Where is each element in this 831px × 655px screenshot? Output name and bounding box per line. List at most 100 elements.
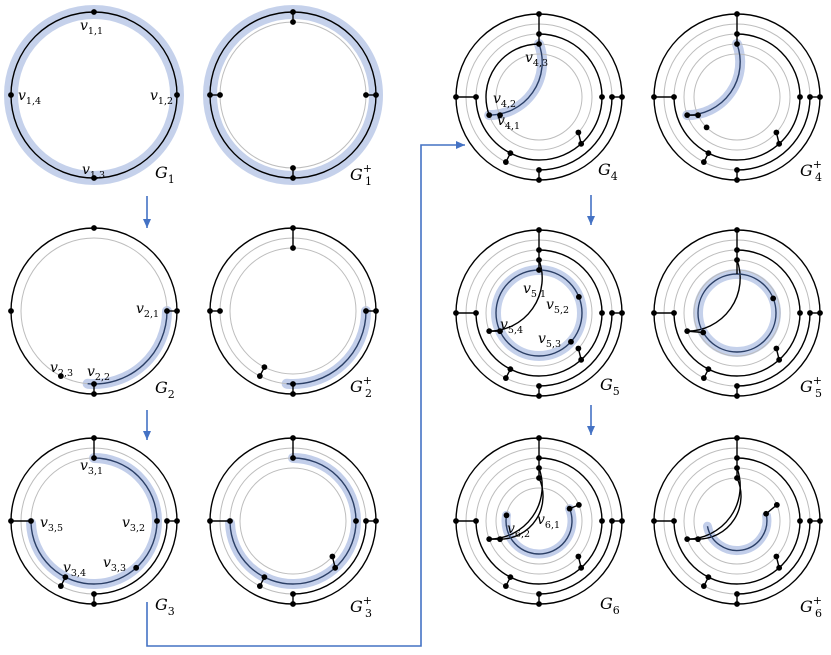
vertex <box>703 124 710 131</box>
vertex <box>695 536 701 543</box>
vertex <box>700 375 707 381</box>
vertex-label-index: 4,2 <box>501 99 516 110</box>
vertex <box>817 310 823 316</box>
vertex-label-name: v <box>523 281 531 297</box>
vertex-label: v4,3 <box>525 50 548 69</box>
vertex-label-index: 3,3 <box>111 563 126 574</box>
vertex <box>290 175 296 181</box>
graph-label-sup: + <box>363 162 372 175</box>
vertex <box>671 518 677 524</box>
vertex-label-index: 2,3 <box>58 368 73 379</box>
ring-arc <box>30 457 158 585</box>
vertex <box>91 435 97 441</box>
vertex <box>773 501 780 508</box>
graph-label: G+6 <box>800 594 822 620</box>
ring-arc <box>538 312 613 387</box>
graph-label-sub: 6 <box>613 604 620 617</box>
vertex <box>290 601 296 607</box>
vertex <box>700 329 707 336</box>
vertex <box>290 9 296 15</box>
vertex <box>453 94 459 100</box>
vertex <box>174 308 180 314</box>
ring-arc <box>485 43 540 116</box>
ring-arc <box>292 520 367 595</box>
ring-arc <box>706 515 768 552</box>
vertex <box>609 518 615 524</box>
vertex <box>290 245 296 251</box>
vertex <box>497 536 503 543</box>
graph-label-name: G <box>598 160 611 179</box>
vertex <box>817 94 823 100</box>
vertex <box>797 518 803 524</box>
ring-arc <box>475 249 603 377</box>
vertex <box>536 31 542 37</box>
vertex <box>363 308 369 314</box>
highlight-band <box>281 306 371 389</box>
vertex <box>502 159 509 165</box>
vertex <box>705 366 712 373</box>
vertex-label-name: v <box>50 360 58 376</box>
highlight-band <box>203 5 383 185</box>
vertex <box>619 310 625 316</box>
vertex-label-index: 5,2 <box>554 305 569 316</box>
vertex-label-index: 1,3 <box>90 170 105 181</box>
vertex-label: v2,1 <box>136 301 159 320</box>
vertex <box>797 310 803 316</box>
graph-label-name: G <box>800 161 813 180</box>
vertex <box>734 475 740 481</box>
graph-label-sup: + <box>813 594 822 607</box>
vertex <box>62 574 69 581</box>
vertex <box>684 536 691 543</box>
vertex-label-index: 2,2 <box>95 372 110 383</box>
vertex <box>486 328 493 335</box>
graph-label: G1 <box>155 163 175 186</box>
graph-label-sub: 1 <box>168 173 175 186</box>
graph-label: G+5 <box>800 374 822 400</box>
ring-arc <box>736 96 811 171</box>
vertex <box>700 583 707 589</box>
vertex <box>290 225 296 231</box>
vertex <box>256 583 263 589</box>
graph-label-sup: + <box>363 594 372 607</box>
vertex <box>536 601 542 607</box>
vertex <box>8 518 14 524</box>
vertex <box>207 92 213 98</box>
vertex <box>536 435 542 441</box>
vertex <box>568 338 574 345</box>
vertex-label-index: 3,4 <box>71 568 86 579</box>
vertex <box>817 518 823 524</box>
vertex <box>575 553 582 560</box>
vertex <box>773 553 780 560</box>
vertex <box>154 518 160 524</box>
graph-label-sup: + <box>813 158 822 171</box>
vertex <box>502 583 509 589</box>
vertex <box>497 112 503 119</box>
vertex <box>609 310 615 316</box>
vertex <box>57 583 64 589</box>
vertex <box>290 435 296 441</box>
ring-arc <box>93 520 168 595</box>
vertex <box>536 41 542 47</box>
vertex <box>734 11 740 17</box>
graph-label-sup: + <box>363 374 372 387</box>
vertex <box>507 366 514 373</box>
vertex <box>684 112 691 119</box>
ring-arc <box>229 457 357 585</box>
vertex <box>734 435 740 441</box>
vertex <box>174 518 180 524</box>
ring-arc <box>538 96 613 171</box>
graph-label: G2 <box>155 378 175 401</box>
vertex-label: v5,1 <box>523 281 546 300</box>
graph-label-name: G <box>155 378 168 397</box>
vertex <box>256 373 263 379</box>
vertex <box>290 381 296 387</box>
vertex <box>599 310 605 316</box>
ring-arc <box>687 259 741 332</box>
vertex <box>575 293 582 300</box>
graph-label-name: G <box>350 597 363 616</box>
vertex <box>290 391 296 397</box>
graph-label-name: G <box>155 595 168 614</box>
ring-arc <box>736 312 811 387</box>
graph-label-sub: 4 <box>611 170 618 183</box>
vertex <box>536 475 542 481</box>
